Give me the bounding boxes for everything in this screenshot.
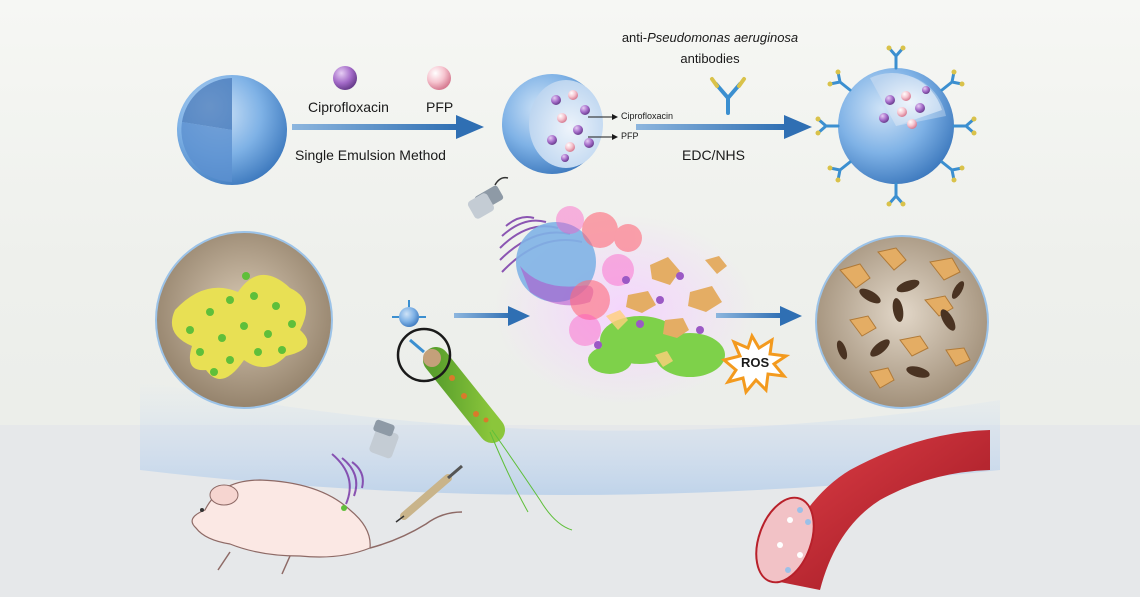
label-ciprofloxacin: Ciprofloxacin — [308, 99, 389, 115]
inset-healthy-biofilm — [155, 231, 333, 409]
arrow-conjugation — [636, 115, 812, 139]
arrow-destruction — [716, 306, 802, 326]
inset-destroyed-biofilm — [815, 235, 989, 409]
antibody-conjugated-nanoparticle — [815, 45, 977, 207]
label-edc-nhs: EDC/NHS — [682, 147, 746, 163]
arrow-encapsulation — [292, 115, 484, 139]
callout-ciprofloxacin: Ciprofloxacin — [621, 111, 674, 121]
callout-pfp: PFP — [621, 131, 639, 141]
empty-nanoparticle — [177, 75, 287, 185]
ultrasound-waves-bottom — [331, 453, 364, 505]
blood-vessel — [755, 430, 990, 590]
targeting-nanoparticle — [392, 300, 426, 327]
ros-burst — [720, 332, 791, 396]
mouse-illustration — [191, 479, 463, 575]
zoom-circle — [396, 327, 452, 383]
syringe — [395, 464, 463, 523]
label-ros: ROS — [741, 355, 770, 370]
ultrasound-probe-top — [467, 176, 509, 219]
biofilm-disruption-scene — [495, 206, 755, 405]
label-single-emulsion-method: Single Emulsion Method — [295, 147, 446, 163]
pfp-molecule-icon — [427, 66, 451, 90]
antibody-title-line1: anti-Pseudomonas aeruginosa — [610, 27, 810, 48]
antibody-prefix: anti- — [621, 30, 648, 45]
loaded-nanoparticle — [502, 74, 603, 174]
blue-stream-band — [140, 380, 1000, 495]
ciprofloxacin-molecule-icon — [333, 66, 357, 90]
callout-arrows — [588, 114, 618, 140]
antibody-title-line2: antibodies — [680, 51, 740, 66]
antibody-species: Pseudomonas aeruginosa — [647, 30, 799, 45]
arrow-targeting — [454, 306, 530, 326]
label-pfp: PFP — [426, 99, 454, 115]
ultrasound-probe-bottom — [369, 419, 399, 459]
antibody-icon — [710, 77, 746, 115]
antibody-title: anti-Pseudomonas aeruginosa antibodies — [610, 27, 810, 69]
